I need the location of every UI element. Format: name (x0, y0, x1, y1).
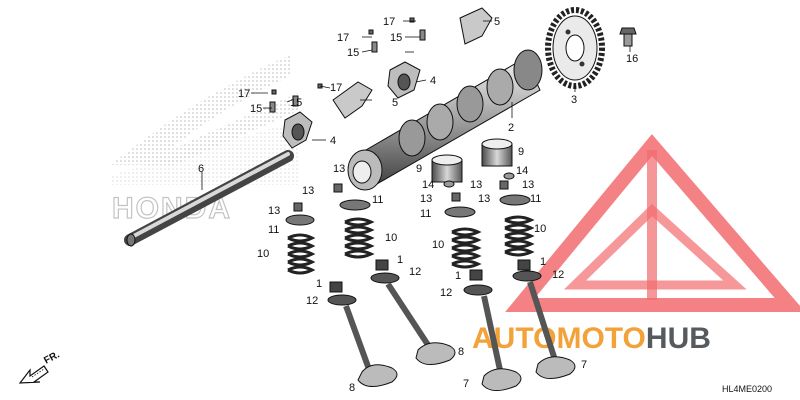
label-part-13: 13 (420, 193, 432, 205)
label-part-14: 14 (422, 179, 434, 191)
cam-sprocket (545, 7, 605, 89)
label-part-7: 7 (463, 378, 469, 390)
label-part-13: 13 (268, 205, 280, 217)
front-direction-indicator: FR. (18, 349, 62, 384)
label-part-14: 14 (516, 165, 528, 177)
label-part-9: 9 (518, 146, 524, 158)
label-part-17: 17 (383, 16, 395, 28)
rocker-arm-front (282, 81, 373, 149)
label-part-12: 12 (409, 266, 421, 278)
label-part-16: 16 (626, 53, 638, 65)
label-part-1: 1 (540, 256, 546, 268)
label-part-13: 13 (470, 179, 482, 191)
label-part-15: 15 (390, 32, 402, 44)
front-direction-label: FR. (42, 349, 62, 366)
label-part-1: 1 (316, 278, 322, 290)
label-part-10: 10 (534, 223, 546, 235)
label-part-10: 10 (432, 239, 444, 251)
brand-name: AUTOMOTOHUB (472, 322, 711, 355)
valve-cotters (293, 172, 515, 212)
valve-assembly-left-rear (339, 199, 456, 365)
label-part-12: 12 (552, 269, 564, 281)
label-part-13: 13 (302, 185, 314, 197)
label-part-11: 11 (530, 193, 541, 205)
direction-arrow-icon (18, 365, 49, 384)
label-part-8: 8 (349, 382, 355, 394)
label-part-5: 5 (494, 16, 500, 28)
brand-name-part2: HUB (646, 322, 711, 355)
diagram-code: HL4ME0200 (722, 384, 772, 394)
part-number-labels: 17 5 17 15 15 3 16 4 17 17 15 15 5 4 2 9… (198, 16, 638, 394)
label-part-10: 10 (257, 248, 269, 260)
label-part-6: 6 (198, 163, 204, 175)
label-part-15: 15 (347, 47, 359, 59)
valve-tappets (431, 138, 513, 183)
label-part-4: 4 (430, 75, 436, 87)
label-part-3: 3 (571, 94, 577, 106)
label-part-13: 13 (522, 179, 534, 191)
rocker-arm-rear (387, 7, 493, 99)
valve-assembly-right-front (444, 206, 522, 391)
label-part-1: 1 (455, 270, 461, 282)
label-part-12: 12 (306, 295, 318, 307)
label-part-15: 15 (290, 97, 302, 109)
label-part-1: 1 (397, 254, 403, 266)
automotohub-logo-icon (505, 134, 800, 312)
label-part-13: 13 (478, 193, 490, 205)
adjust-screws (269, 17, 426, 113)
label-part-8: 8 (458, 346, 464, 358)
rocker-shaft (124, 150, 294, 247)
valve-assembly-right-rear (499, 194, 576, 379)
label-part-12: 12 (440, 287, 452, 299)
label-part-17: 17 (337, 32, 349, 44)
valve-assembly-left-front (285, 214, 398, 387)
label-part-13: 13 (333, 163, 345, 175)
label-part-17: 17 (330, 82, 342, 94)
label-part-17: 17 (238, 88, 250, 100)
label-part-4: 4 (330, 135, 336, 147)
label-part-7: 7 (581, 359, 587, 371)
label-part-9: 9 (416, 163, 422, 175)
leader-lines (201, 20, 631, 190)
sprocket-bolt (619, 27, 637, 47)
label-part-11: 11 (268, 224, 279, 236)
label-part-5: 5 (392, 97, 398, 109)
label-part-10: 10 (385, 232, 397, 244)
label-part-11: 11 (372, 194, 383, 206)
brand-name-part1: AUTOMOTO (472, 322, 646, 355)
label-part-2: 2 (508, 122, 514, 134)
camshaft (347, 49, 543, 191)
label-part-11: 11 (420, 208, 431, 220)
label-part-15: 15 (250, 103, 262, 115)
